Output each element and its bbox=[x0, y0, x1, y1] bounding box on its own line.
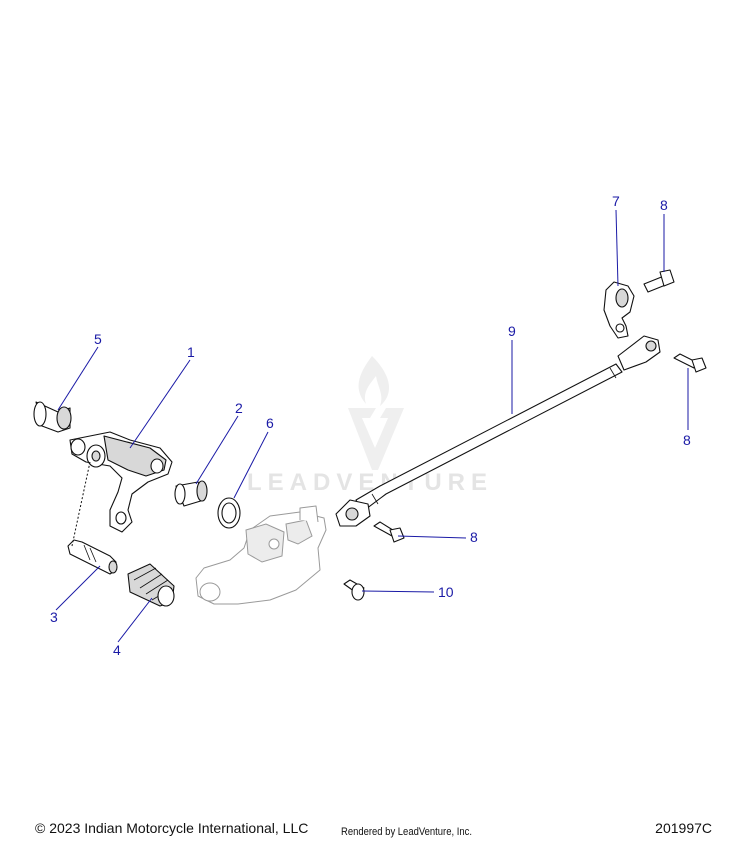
callout-5: 5 bbox=[94, 331, 102, 347]
leadventure-watermark: LEADVENTURE bbox=[247, 356, 493, 496]
diagram-id: 201997C bbox=[655, 820, 712, 836]
part-9-shift-rod[interactable] bbox=[335, 335, 661, 527]
watermark-text: LEADVENTURE bbox=[247, 469, 493, 496]
footpeg-bracket-reference bbox=[195, 505, 327, 605]
callout-10: 10 bbox=[438, 584, 454, 600]
part-8-bolt-top[interactable] bbox=[643, 269, 675, 293]
rendered-by-text: Rendered by LeadVenture, Inc. bbox=[341, 826, 472, 838]
callout-2: 2 bbox=[235, 400, 243, 416]
part-5-bushing[interactable] bbox=[33, 401, 72, 433]
part-7-clamp[interactable] bbox=[603, 281, 635, 339]
callout-1: 1 bbox=[187, 344, 195, 360]
callout-6: 6 bbox=[266, 415, 274, 431]
copyright-text: © 2023 Indian Motorcycle International, … bbox=[35, 820, 309, 836]
part-8-bolt-middle[interactable] bbox=[373, 521, 405, 543]
part-4-pedal-rubber[interactable] bbox=[127, 563, 175, 607]
alignment-dashed-line bbox=[71, 461, 91, 547]
callout-3: 3 bbox=[50, 609, 58, 625]
part-8-bolt-right[interactable] bbox=[673, 353, 707, 373]
callout-8-right: 8 bbox=[683, 432, 691, 448]
callout-labels: 5 1 2 6 3 4 9 7 8 8 8 10 bbox=[50, 193, 691, 658]
part-3-pivot-pin[interactable] bbox=[67, 539, 118, 575]
part-10-flange-bolt[interactable] bbox=[343, 579, 365, 601]
callout-4: 4 bbox=[113, 642, 121, 658]
part-2-bushing[interactable] bbox=[174, 480, 208, 507]
callout-8-top: 8 bbox=[660, 197, 668, 213]
callout-7: 7 bbox=[612, 193, 620, 209]
leader-lines bbox=[55, 209, 689, 643]
callout-9: 9 bbox=[508, 323, 516, 339]
part-6-washer[interactable] bbox=[217, 497, 241, 529]
part-1-shift-lever[interactable] bbox=[69, 431, 173, 533]
callout-8-middle: 8 bbox=[470, 529, 478, 545]
